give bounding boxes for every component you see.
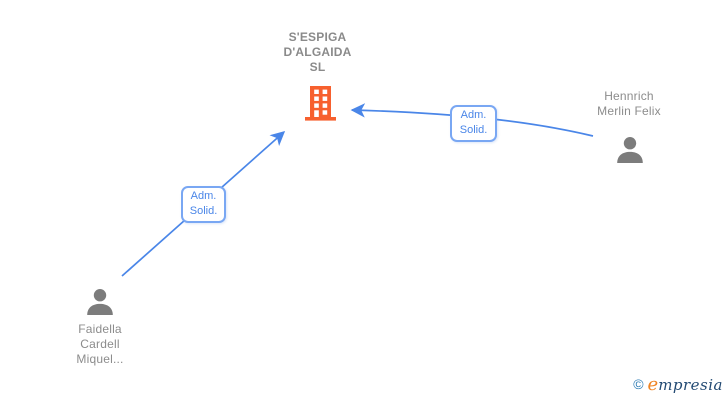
edge-label-line: Solid. (189, 205, 218, 217)
person-name-line: Faidella (78, 322, 122, 336)
person-name-faidella[interactable]: Faidella Cardell Miquel... (40, 322, 160, 367)
person-icon[interactable] (86, 289, 114, 315)
edge-label-line: Adm. (460, 109, 487, 121)
company-node: S'ESPIGA D'ALGAIDA SL (260, 30, 375, 121)
edge-label-line: Solid. (459, 124, 488, 136)
empresia-logo[interactable]: ©empresia (633, 374, 723, 395)
logo-wordmark: mpresia (658, 376, 723, 394)
building-icon[interactable] (302, 86, 338, 121)
person-node-faidella: Faidella Cardell Miquel... (40, 289, 160, 367)
person-name-line: Miquel... (76, 352, 124, 366)
person-node-hennrich: Hennrich Merlin Felix (569, 89, 689, 163)
edge-label-line: Adm. (190, 190, 217, 202)
person-icon[interactable] (616, 137, 644, 163)
company-name-line: SL (309, 60, 326, 74)
edge-label-faidella-company[interactable]: Adm. Solid. (181, 186, 226, 223)
company-name-line: S'ESPIGA (288, 30, 347, 44)
copyright-icon: © (633, 376, 644, 392)
person-name-line: Hennrich (604, 89, 654, 103)
person-name-line: Cardell (80, 337, 120, 351)
person-name-line: Merlin Felix (597, 104, 661, 118)
company-name[interactable]: S'ESPIGA D'ALGAIDA SL (260, 30, 375, 75)
edge-label-hennrich-company[interactable]: Adm. Solid. (450, 105, 497, 142)
company-name-line: D'ALGAIDA (283, 45, 352, 59)
person-name-hennrich[interactable]: Hennrich Merlin Felix (569, 89, 689, 119)
logo-lead-letter: e (647, 374, 659, 395)
